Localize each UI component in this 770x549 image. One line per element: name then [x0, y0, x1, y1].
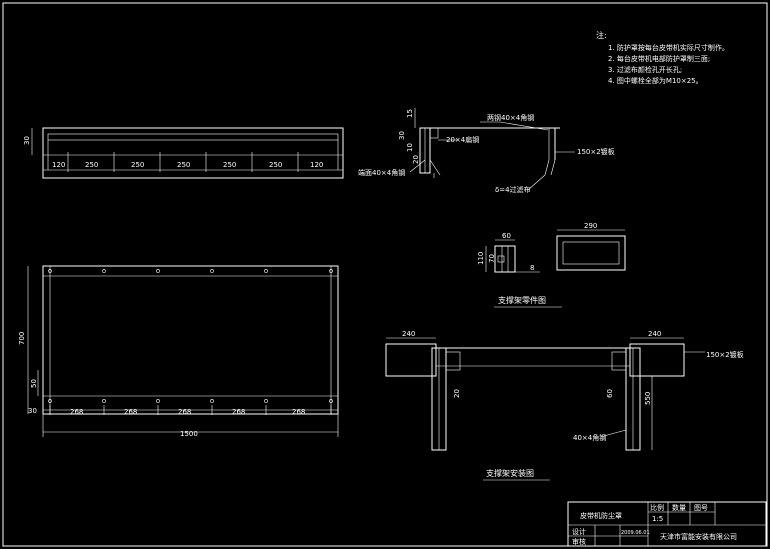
note-item-3: 3. 过滤布颜检孔开长孔; — [608, 65, 682, 74]
install-dim-left: 240 — [402, 330, 415, 338]
section-dim-20: 20 — [412, 155, 420, 164]
notes-block: 注: 1. 防护罩按每台皮带机实际尺寸制作。 2. 每台皮带机电部防护罩制三面;… — [596, 30, 729, 85]
support-parts-view: 60 110 70 8 290 支撑架零件图 — [477, 222, 626, 308]
section-dim-15: 15 — [406, 109, 414, 118]
section-dim-10: 10 — [406, 143, 414, 152]
title-scale-value: 1:5 — [652, 515, 663, 523]
top-view: 30 120 250 250 250 250 250 120 — [23, 127, 344, 179]
plan-view-bolt-holes — [48, 269, 333, 403]
note-item-2: 2. 每台皮带机电部防护罩制三面; — [608, 54, 710, 63]
section-view: 15 30 10 20 两钢40×4角钢 20×4扁钢 150×2镀板 端面40… — [358, 108, 615, 194]
support-dim-290: 290 — [584, 222, 597, 230]
top-view-spacing-3: 250 — [131, 161, 144, 169]
support-dim-110: 110 — [477, 252, 485, 265]
top-view-tick-marks — [67, 152, 299, 172]
top-view-spacing-2: 250 — [85, 161, 98, 169]
top-view-spacing-1: 120 — [52, 161, 65, 169]
top-view-outline — [42, 127, 344, 179]
install-dim-v1: 20 — [453, 389, 461, 398]
top-view-spacing-4: 250 — [177, 161, 190, 169]
note-item-1: 1. 防护罩按每台皮带机实际尺寸制作。 — [608, 43, 729, 52]
support-parts-title: 支撑架零件图 — [498, 295, 546, 305]
install-dim-v2: 60 — [606, 389, 614, 398]
section-label-bottom: δ=4过滤布 — [495, 185, 531, 194]
install-label-plate: 150×2镀板 — [706, 350, 744, 359]
title-date: 2009.06.01 — [621, 530, 650, 536]
plan-view-outline — [42, 265, 339, 415]
section-label-angle: 20×4扁钢 — [446, 135, 479, 144]
plan-spacing-5: 268 — [292, 408, 305, 416]
title-row-check: 审核 — [572, 537, 586, 546]
title-col-qty: 数量 — [672, 503, 686, 512]
note-item-4: 4. 图中螺栓全部为M10×25。 — [608, 76, 703, 85]
support-dim-60: 60 — [502, 232, 511, 240]
top-view-spacing-6: 250 — [269, 161, 282, 169]
support-dim-8: 8 — [530, 264, 534, 272]
support-dim-70: 70 — [488, 254, 496, 263]
title-block: 皮带机防尘罩 比例 数量 图号 1:5 设计 审核 2009.06.01 天津市… — [567, 501, 767, 547]
install-view: 240 240 150×2镀板 20 60 550 40×4角钢 支撑架安装图 — [385, 330, 744, 481]
section-label-right: 150×2镀板 — [577, 147, 615, 156]
plan-spacing-4: 268 — [232, 408, 245, 416]
section-label-left: 端面40×4角钢 — [358, 168, 405, 177]
plan-view: 700 50 30 268 268 268 268 268 1500 — [18, 265, 339, 438]
install-label-angle: 40×4角钢 — [573, 433, 606, 442]
plan-spacing-ticks — [49, 405, 332, 415]
top-view-spacing-7: 120 — [310, 161, 323, 169]
title-row-design: 设计 — [572, 527, 586, 536]
notes-title: 注: — [596, 30, 607, 40]
top-view-rail — [47, 133, 339, 141]
plan-spacing-1: 268 — [70, 408, 83, 416]
install-dim-v3: 550 — [644, 392, 652, 405]
top-view-spacing-5: 250 — [223, 161, 236, 169]
section-label-top: 两钢40×4角钢 — [487, 113, 534, 122]
title-col-scale: 比例 — [650, 503, 664, 512]
title-block-frame — [567, 501, 767, 547]
title-drawing-name: 皮带机防尘罩 — [580, 511, 622, 520]
install-title: 支撑架安装图 — [486, 468, 534, 478]
plan-side-dim: 50 — [30, 379, 38, 388]
install-dim-right: 240 — [648, 330, 661, 338]
plan-height-dim: 700 — [18, 332, 26, 345]
title-col-no: 图号 — [694, 504, 708, 512]
title-company: 天津市富能安装有限公司 — [660, 532, 737, 541]
support-plate-outline — [556, 235, 626, 271]
plan-spacing-3: 268 — [178, 408, 191, 416]
section-dim-30: 30 — [398, 131, 406, 140]
plan-bottom-left-dim: 30 — [28, 407, 37, 415]
plan-spacing-2: 268 — [124, 408, 137, 416]
top-view-height-dim: 30 — [23, 136, 31, 145]
plan-total-dim: 1500 — [180, 430, 198, 438]
